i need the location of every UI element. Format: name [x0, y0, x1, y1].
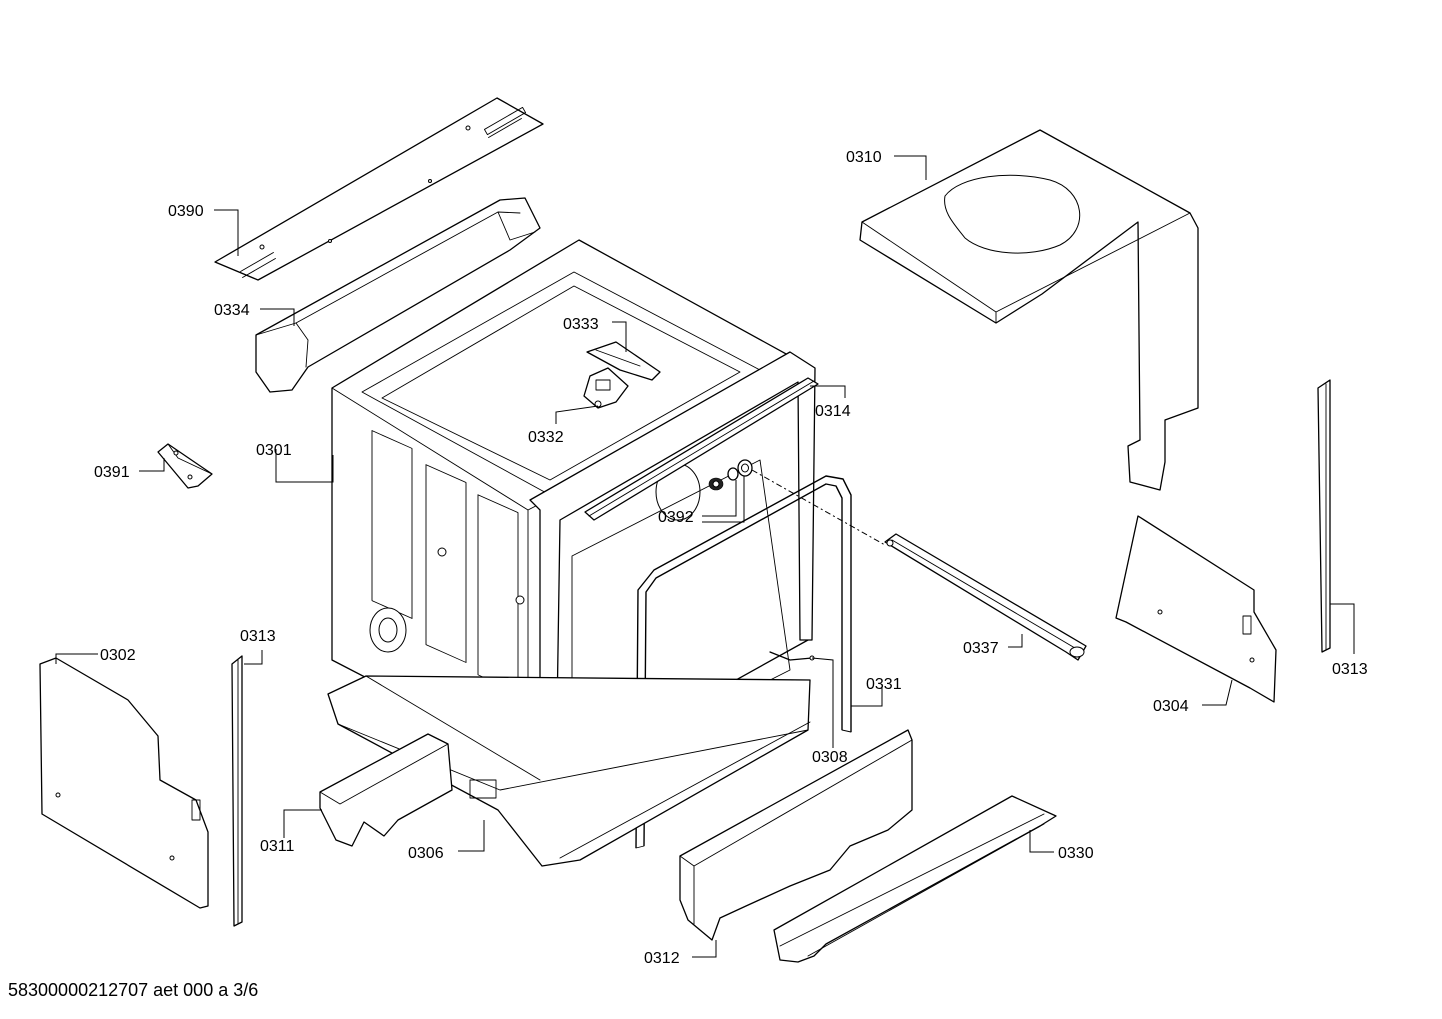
- part-0334-top-bracket: [255, 197, 541, 393]
- label-0391: 0391: [94, 464, 130, 481]
- part-0306-base-tray: [327, 675, 811, 867]
- label-0332: 0332: [528, 429, 564, 446]
- part-0333-latch: [586, 341, 661, 381]
- label-0302: 0302: [100, 647, 136, 664]
- part-0313-right-strip: [1317, 379, 1331, 653]
- part-0302-left-panel: [39, 657, 209, 909]
- label-0337: 0337: [963, 640, 999, 657]
- label-0333: 0333: [563, 316, 599, 333]
- part-0392-screw-set: [708, 459, 753, 491]
- part-0312-kick-board: [679, 729, 913, 941]
- label-0390: 0390: [168, 203, 204, 220]
- part-0337-rod: [884, 533, 1087, 661]
- label-0306: 0306: [408, 845, 444, 862]
- leader-lines: [55, 155, 1355, 958]
- label-0308: 0308: [812, 749, 848, 766]
- label-0392: 0392: [658, 509, 694, 526]
- part-0304-right-panel: [1115, 515, 1277, 703]
- label-0314: 0314: [815, 403, 851, 420]
- label-0334: 0334: [214, 302, 250, 319]
- label-0330: 0330: [1058, 845, 1094, 862]
- label-0313-right: 0313: [1332, 661, 1368, 678]
- part-0391-small-bracket: [157, 443, 213, 489]
- label-0310: 0310: [846, 149, 882, 166]
- document-id-footer: 58300000212707 aet 000 a 3/6: [8, 980, 259, 1000]
- label-0304: 0304: [1153, 698, 1189, 715]
- label-0301: 0301: [256, 442, 292, 459]
- part-0314-top-rail: [584, 377, 819, 521]
- label-0313-left: 0313: [240, 628, 276, 645]
- label-0331: 0331: [866, 676, 902, 693]
- part-0330-bottom-rail: [773, 795, 1057, 963]
- label-0311: 0311: [260, 838, 295, 855]
- part-0311-base-block: [319, 733, 453, 847]
- part-0331-door-seal: [635, 475, 852, 849]
- label-0312: 0312: [644, 950, 680, 967]
- part-0332-lock: [583, 367, 629, 409]
- part-0313-left-strip: [231, 655, 243, 927]
- part-0390-top-panel: [214, 97, 544, 281]
- part-0310-top-cover: [859, 129, 1199, 491]
